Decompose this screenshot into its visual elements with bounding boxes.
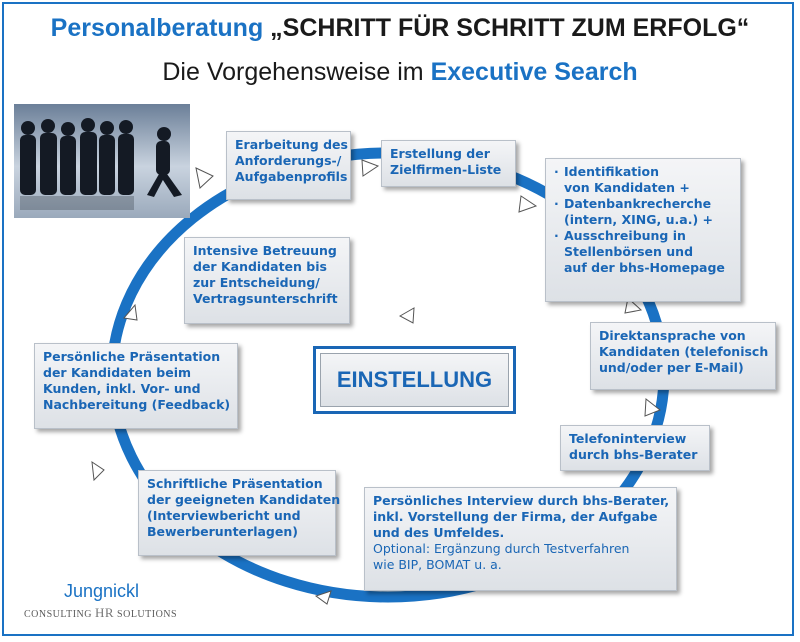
- logo-subline: CONSULTING HR SOLUTIONS: [24, 605, 178, 620]
- page-subtitle: Die Vorgehensweise im Executive Search: [0, 58, 800, 87]
- step-text: Erarbeitung des: [235, 137, 348, 152]
- step-text: der geeigneten Kandidaten: [147, 492, 341, 507]
- arrow-identifikation: [518, 195, 538, 213]
- silhouettes-image: [20, 118, 182, 210]
- step-text: durch bhs-Berater: [569, 447, 698, 462]
- optional-text: wie BIP, BOMAT u. a.: [373, 557, 502, 572]
- step-text: und/oder per E-Mail): [599, 360, 744, 375]
- step-text: Intensive Betreuung: [193, 243, 337, 258]
- step-text: Vertragsunterschrift: [193, 291, 338, 306]
- title-accent: Personalberatung: [50, 14, 271, 42]
- step-text: Persönliche Präsentation: [43, 349, 221, 364]
- einstellung-box: EINSTELLUNG: [313, 346, 516, 414]
- step-text: Kunden, inkl. Vor- und: [43, 381, 201, 396]
- subtitle-accent: Executive Search: [430, 58, 638, 86]
- logo-name: Jungnickl: [64, 581, 140, 601]
- step-text: Kandidaten (telefonisch: [599, 344, 769, 359]
- step-text: Persönliches Interview durch bhs-Berater…: [373, 493, 670, 508]
- step-schriftliche-praesentation: Schriftliche Präsentation der geeigneten…: [138, 470, 341, 556]
- step-anforderungsprofil: Erarbeitung des Anforderungs-/ Aufgabenp…: [226, 131, 351, 200]
- arrow-persoenlich: [123, 303, 138, 321]
- step-text: Direktansprache von: [599, 328, 746, 343]
- einstellung-label: EINSTELLUNG: [320, 353, 509, 407]
- step-text: (Interviewbericht und: [147, 508, 301, 523]
- optional-text: Optional: Ergänzung durch Testverfahren: [373, 541, 630, 556]
- step-zielfirmen-liste: Erstellung der Zielfirmen-Liste: [381, 140, 516, 187]
- arrow-start: [195, 167, 214, 189]
- step-text: zur Entscheidung/: [193, 275, 320, 290]
- arrow-betreuung: [398, 307, 415, 324]
- arrow-telefon: [644, 398, 661, 417]
- title-quote: „SCHRITT FÜR SCHRITT ZUM ERFOLG“: [270, 14, 750, 42]
- step-text: Nachbereitung (Feedback): [43, 397, 231, 412]
- step-text: Schriftliche Präsentation: [147, 476, 323, 491]
- logo-hr-mark: HR: [94, 605, 115, 620]
- step-text: inkl. Vorstellung der Firma, der Aufgabe: [373, 509, 658, 524]
- step-text: der Kandidaten bis: [193, 259, 327, 274]
- outer-frame: [2, 2, 794, 636]
- arrow-zielfirmen: [361, 159, 380, 177]
- step-persoenliche-praesentation: Persönliche Präsentation der Kandidaten …: [34, 343, 238, 429]
- step-telefoninterview: Telefoninterview durch bhs-Berater: [560, 425, 710, 471]
- step-text: Erstellung der: [390, 146, 490, 161]
- step-text: und des Umfeldes.: [373, 525, 505, 540]
- arrow-schriftlich: [91, 460, 105, 482]
- business-people-photo: [14, 104, 190, 218]
- step-direktansprache: Direktansprache von Kandidaten (telefoni…: [590, 322, 776, 390]
- step-text: Bewerberunterlagen): [147, 524, 298, 539]
- page-title: Personalberatung „SCHRITT FÜR SCHRITT ZU…: [0, 14, 800, 43]
- list-item: Datenbankrecherche(intern, XING, u.a.) +: [554, 196, 732, 228]
- step-text: Anforderungs-/: [235, 153, 342, 168]
- subtitle-plain: Die Vorgehensweise im: [162, 58, 431, 86]
- arrow-interview: [314, 590, 332, 605]
- step-text: Telefoninterview: [569, 431, 687, 446]
- step-text: der Kandidaten beim: [43, 365, 192, 380]
- step-text: Aufgabenprofils: [235, 169, 348, 184]
- step-intensive-betreuung: Intensive Betreuung der Kandidaten bis z…: [184, 237, 350, 324]
- step-persoenliches-interview: Persönliches Interview durch bhs-Berater…: [364, 487, 677, 591]
- step-text: Zielfirmen-Liste: [390, 162, 502, 177]
